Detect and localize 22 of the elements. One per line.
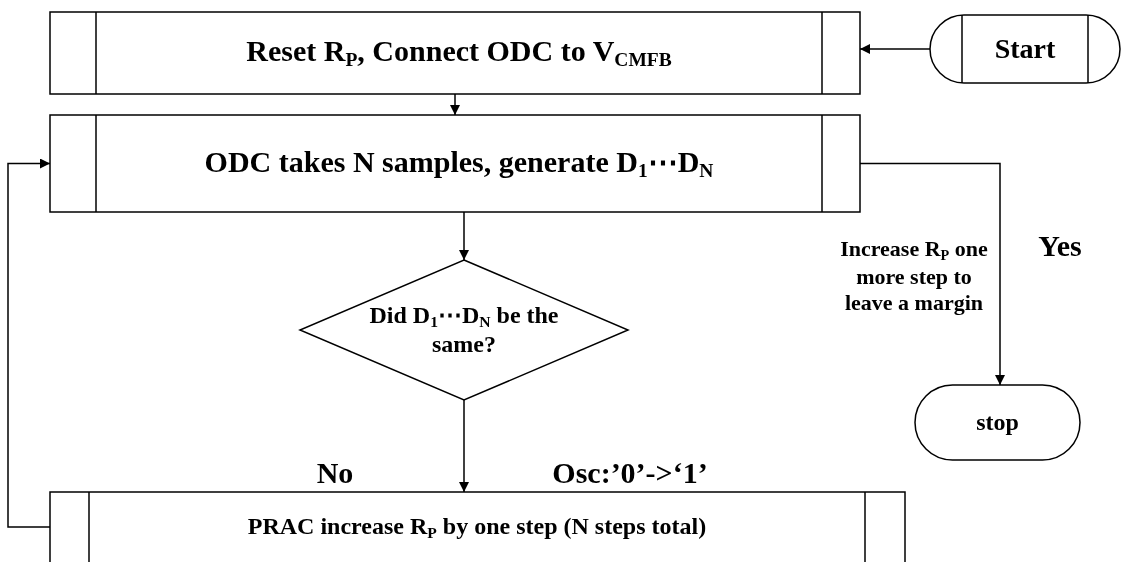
arrow <box>459 399 469 493</box>
annotation-text: Increase R$_{P}$ one more step to leave a margin <box>839 236 989 317</box>
arrow <box>459 211 469 261</box>
node-text: Start <box>994 32 1056 66</box>
decision-diamond <box>300 260 628 400</box>
node-text: Reset R$_{P}$, Connect ODC to V$_{CMFB}$ <box>246 34 672 72</box>
node-text: PRAC increase R$_{P}$ by one step (N steps total) <box>247 512 707 542</box>
edge-label: Yes <box>1037 228 1083 264</box>
arrow <box>859 44 931 54</box>
terminal-shape <box>915 385 1080 460</box>
arrow <box>7 158 51 528</box>
annotation-text: Osc:’0’->‘1’ <box>551 455 709 491</box>
arrow <box>450 93 460 116</box>
node-text: stop <box>976 408 1019 437</box>
node-text: ODC takes N samples, generate D$_{1}$⋯D$_{N}$ <box>204 144 714 183</box>
edge-label: No <box>315 455 355 491</box>
node-text: Did D$_{1}$⋯D$_{N}$ be the same? <box>368 301 560 359</box>
terminal-shape <box>930 15 1120 83</box>
process-box <box>50 492 905 562</box>
process-box <box>50 115 860 212</box>
process-box <box>50 12 860 94</box>
arrow <box>859 162 1005 386</box>
